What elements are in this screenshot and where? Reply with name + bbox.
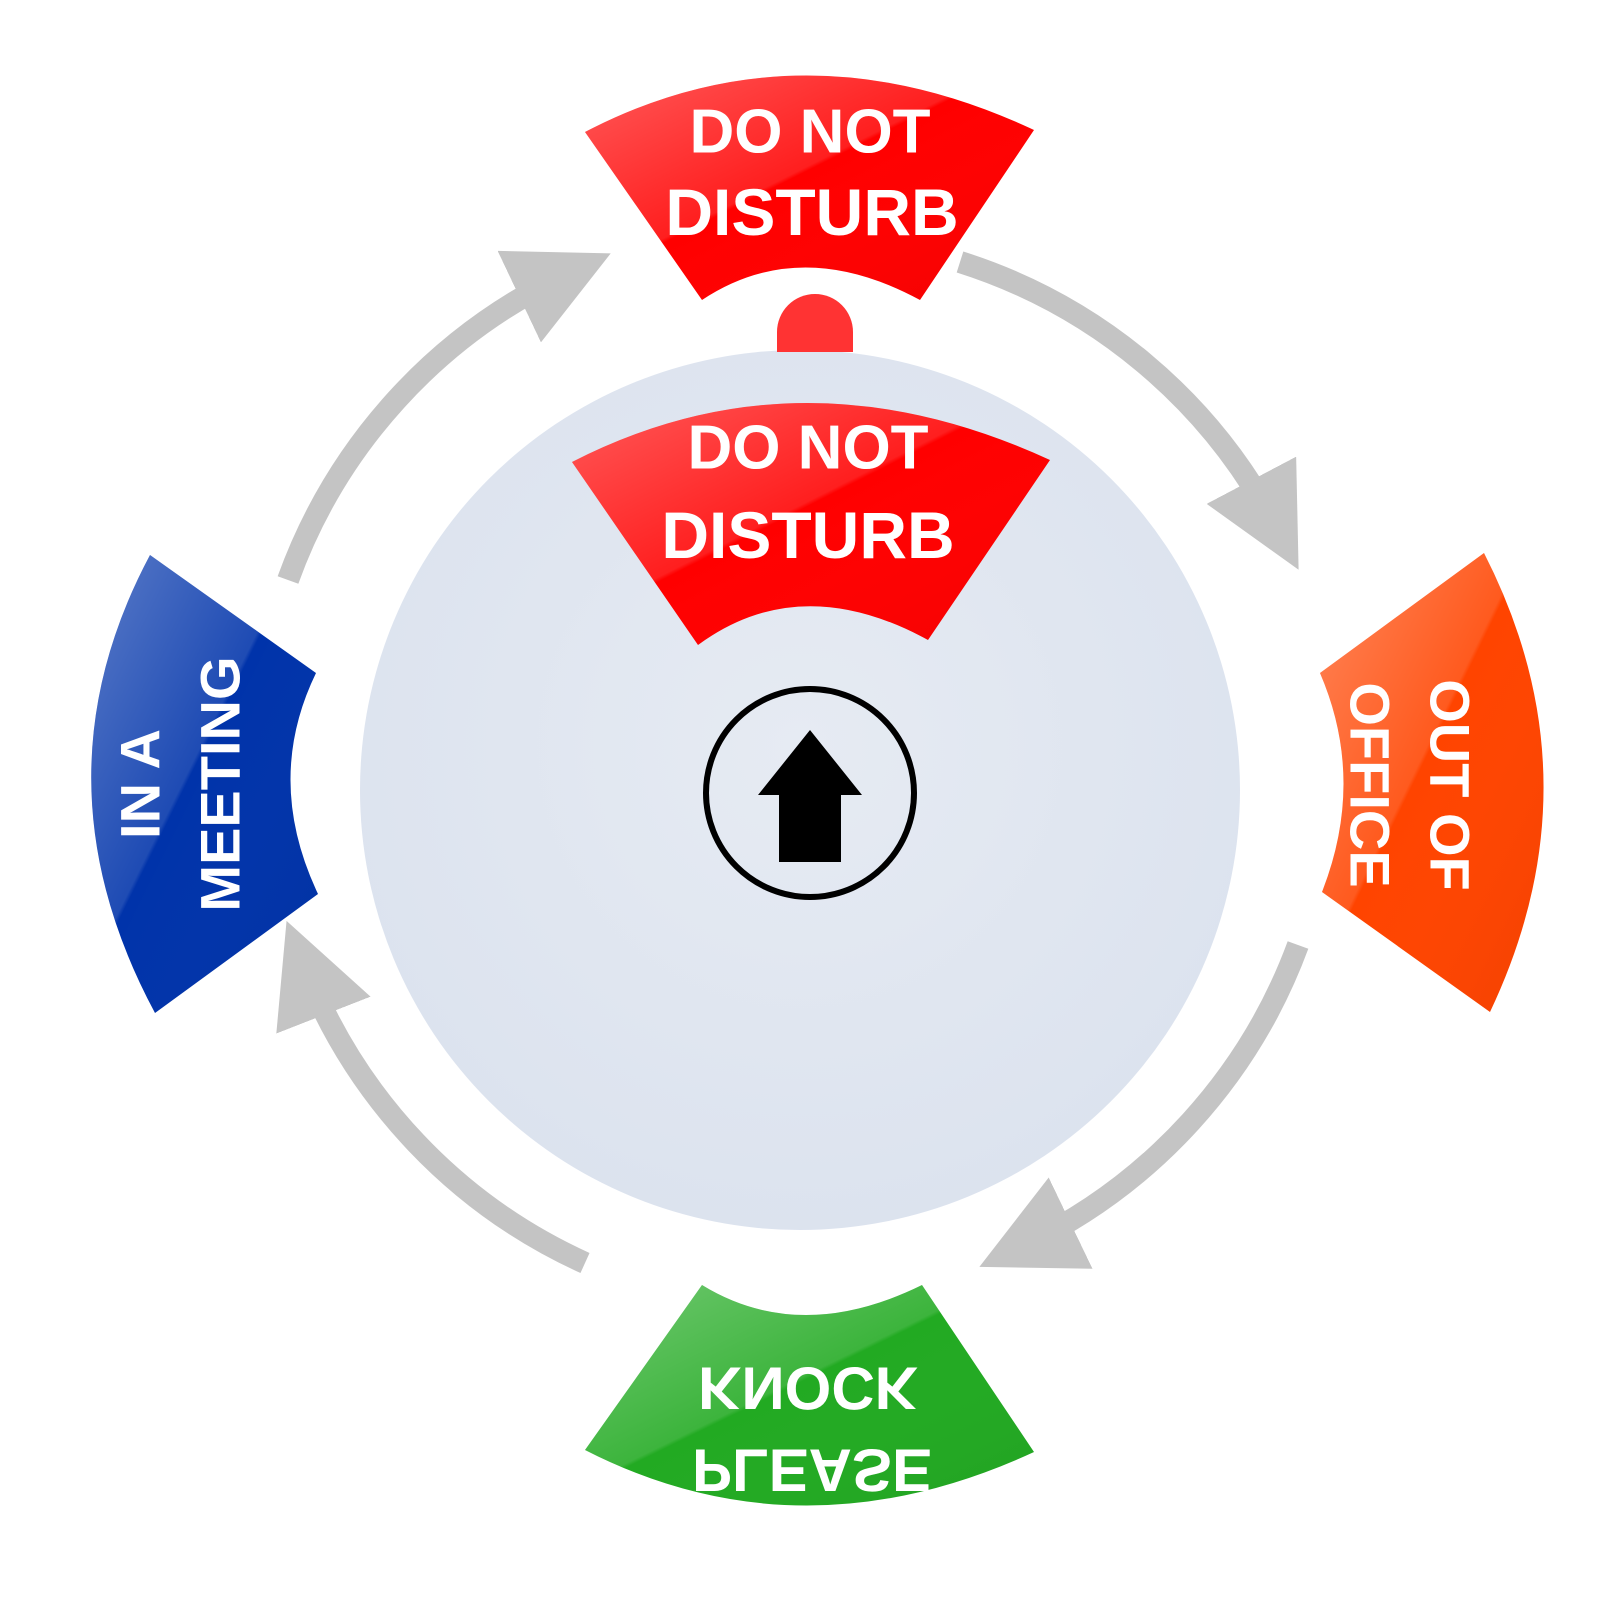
rotate-button-ring bbox=[703, 686, 917, 900]
arrow-bottom-to-left bbox=[276, 920, 590, 1274]
up-arrow-icon bbox=[758, 730, 862, 862]
dial-window-current-status: DO NOT DISTURB bbox=[572, 402, 1050, 645]
segment-knock-please[interactable]: KNOCK PLEASE bbox=[585, 1285, 1034, 1506]
arrow-top-to-right bbox=[956, 251, 1299, 570]
segment-out-of-office[interactable]: OUT OF OFFICE bbox=[1320, 553, 1544, 1012]
dial-window-line2: DISTURB bbox=[661, 498, 954, 572]
segment-left-line1: IN A bbox=[109, 729, 172, 839]
segment-top-line1: DO NOT bbox=[689, 98, 930, 167]
arrow-right-to-bottom bbox=[979, 941, 1309, 1269]
segment-right-line1: OUT OF bbox=[1419, 679, 1482, 891]
segment-left-line2: MEETING bbox=[189, 656, 252, 911]
dial-knob[interactable] bbox=[777, 294, 853, 352]
segment-bottom-line2: PLEASE bbox=[692, 1437, 932, 1504]
arrow-left-to-top bbox=[277, 250, 611, 584]
segment-right-line2: OFFICE bbox=[1339, 682, 1402, 887]
dial-window-line1: DO NOT bbox=[687, 414, 928, 483]
segment-do-not-disturb[interactable]: DO NOT DISTURB bbox=[585, 75, 1034, 300]
segment-bottom-line1: KNOCK bbox=[698, 1355, 918, 1422]
segment-top-line2: DISTURB bbox=[665, 175, 958, 249]
segment-in-a-meeting[interactable]: IN A MEETING bbox=[91, 555, 318, 1013]
rotate-button[interactable] bbox=[703, 686, 917, 900]
cycle-arrows bbox=[276, 250, 1309, 1274]
